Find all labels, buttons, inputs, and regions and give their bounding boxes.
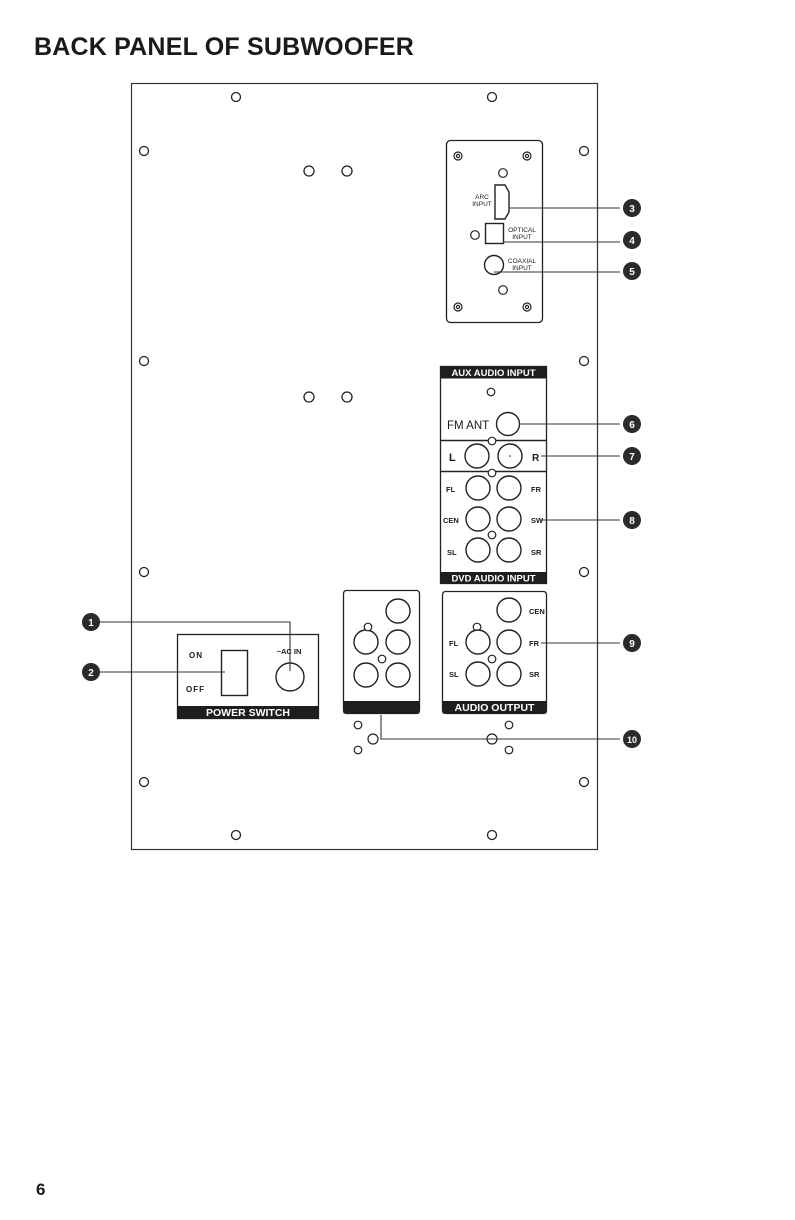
- dvd-fr-label: FR: [531, 485, 542, 494]
- arc-label-line1: ARC: [475, 194, 489, 201]
- aux-dvd-input-panel: AUX AUDIO INPUT DVD AUDIO INPUT FM ANT L…: [441, 367, 547, 585]
- callout-5: 5: [629, 267, 635, 278]
- hdmi-arc-port[interactable]: [495, 185, 509, 219]
- audio-output-panel: AUDIO OUTPUT CEN FL FR SL SR: [443, 592, 547, 715]
- power-switch-panel: POWER SWITCH ON OFF ~AC IN: [178, 635, 319, 720]
- optical-input-port[interactable]: [486, 224, 504, 244]
- dvd-sl-label: SL: [447, 548, 457, 557]
- dvd-sr-jack[interactable]: [497, 538, 521, 562]
- callout-6: 6: [629, 420, 635, 431]
- callout-10: 10: [627, 735, 637, 745]
- speaker-terminal-4[interactable]: [354, 663, 378, 687]
- power-switch-footer: POWER SWITCH: [206, 707, 290, 719]
- optical-label-line1: OPTICAL: [508, 227, 536, 234]
- callout-7: 7: [629, 452, 635, 463]
- aux-audio-input-header: AUX AUDIO INPUT: [451, 368, 535, 379]
- dvd-cen-jack[interactable]: [466, 507, 490, 531]
- speaker-terminal-panel: [344, 591, 420, 714]
- callout-8: 8: [629, 516, 635, 527]
- callout-3: 3: [629, 204, 635, 215]
- callout-1: 1: [88, 618, 94, 629]
- out-fr-label: FR: [529, 639, 540, 648]
- dvd-fl-label: FL: [446, 485, 456, 494]
- dvd-sr-label: SR: [531, 548, 542, 557]
- out-sl-label: SL: [449, 670, 459, 679]
- lower-screw-holes: [354, 721, 513, 754]
- fm-antenna-jack[interactable]: [497, 413, 520, 436]
- power-rocker-switch[interactable]: [222, 651, 248, 696]
- speaker-terminal-1[interactable]: [386, 599, 410, 623]
- out-sr-label: SR: [529, 670, 540, 679]
- arc-label-line2: INPUT: [472, 201, 492, 208]
- coaxial-label-line1: COAXIAL: [508, 258, 537, 265]
- out-fl-label: FL: [449, 639, 459, 648]
- optical-label-line2: INPUT: [512, 234, 532, 241]
- callout-4: 4: [629, 236, 635, 247]
- dvd-sl-jack[interactable]: [466, 538, 490, 562]
- digital-input-panel: ARC INPUT OPTICAL INPUT COAXIAL INPUT: [447, 141, 543, 323]
- ac-in-label: ~AC IN: [277, 647, 302, 656]
- speaker-terminal-2[interactable]: [354, 630, 378, 654]
- power-off-label: OFF: [186, 685, 205, 694]
- coaxial-label-line2: INPUT: [512, 265, 532, 272]
- speaker-terminal-5[interactable]: [386, 663, 410, 687]
- out-cen-label: CEN: [529, 607, 545, 616]
- callout-2: 2: [88, 668, 94, 679]
- aux-left-jack[interactable]: [465, 444, 489, 468]
- aux-left-label: L: [449, 452, 456, 464]
- out-fl-jack[interactable]: [466, 630, 490, 654]
- dvd-audio-input-footer: DVD AUDIO INPUT: [451, 574, 535, 585]
- aux-right-label: R: [532, 453, 540, 464]
- out-sl-jack[interactable]: [466, 662, 490, 686]
- audio-output-footer: AUDIO OUTPUT: [455, 702, 536, 714]
- dvd-fr-jack[interactable]: [497, 476, 521, 500]
- speaker-terminal-3[interactable]: [386, 630, 410, 654]
- dvd-fl-jack[interactable]: [466, 476, 490, 500]
- power-on-label: ON: [189, 651, 203, 660]
- callout-9: 9: [629, 639, 635, 650]
- out-fr-jack[interactable]: [497, 630, 521, 654]
- page-number: 6: [36, 1180, 45, 1200]
- out-cen-jack[interactable]: [497, 598, 521, 622]
- dvd-cen-label: CEN: [443, 516, 459, 525]
- out-sr-jack[interactable]: [497, 662, 521, 686]
- fm-ant-label: FM ANT: [447, 420, 489, 432]
- dvd-sw-jack[interactable]: [497, 507, 521, 531]
